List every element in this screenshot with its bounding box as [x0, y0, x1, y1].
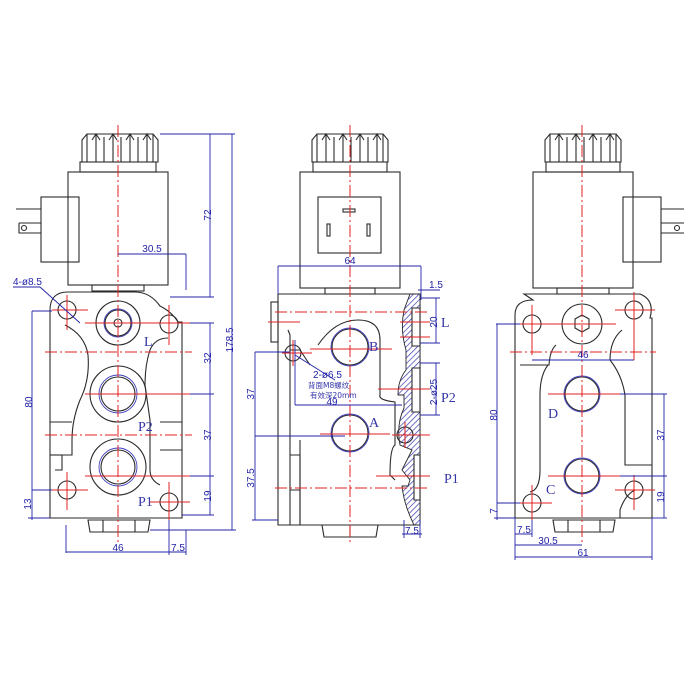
dim-37: 37	[656, 429, 667, 441]
port-label-L-front: L	[441, 316, 450, 331]
dim-30-5: 30.5	[142, 244, 162, 255]
port-label-L: L	[144, 335, 153, 350]
dim-7: 7	[489, 508, 500, 514]
left-side-view: 72 178.5 30.5 4-ø8.5 32 37 19 80 13 46 7…	[13, 125, 236, 555]
port-label-P2-front: P2	[441, 391, 456, 406]
dim-13: 13	[23, 498, 34, 510]
dim-port-L-size: 20	[429, 316, 440, 328]
dim-32: 32	[203, 352, 214, 364]
bottom-nut	[552, 519, 616, 533]
port-label-P1: P1	[138, 495, 153, 510]
dim-19: 19	[656, 491, 667, 503]
dim-port-P2-size: 2-ø25	[429, 379, 440, 406]
left-dimensions	[13, 133, 236, 555]
valve-body-right	[514, 293, 653, 519]
front-view: 64 1.5 20 2-ø25 49 37 37.5 7.5 2-ø6.5 背面…	[246, 125, 459, 545]
dim-61: 61	[577, 548, 589, 559]
dim-64: 64	[344, 256, 356, 267]
port-label-C: C	[546, 483, 555, 498]
dim-72: 72	[203, 209, 214, 221]
dim-30-5: 30.5	[538, 536, 558, 547]
note-depth: 有效深20mm	[310, 390, 357, 400]
dim-37: 37	[246, 388, 257, 400]
connector	[622, 196, 662, 263]
dim-4-holes: 4-ø8.5	[13, 277, 42, 288]
connector	[40, 196, 80, 263]
port-label-B: B	[369, 340, 378, 355]
right-dimensions	[494, 323, 667, 560]
dim-178-5: 178.5	[225, 327, 236, 352]
coil-body	[532, 171, 634, 289]
dim-46: 46	[112, 543, 124, 554]
port-label-D: D	[548, 407, 558, 422]
front-dimensions	[252, 265, 440, 538]
port-label-P2: P2	[138, 420, 153, 435]
dim-49: 49	[326, 397, 338, 408]
dim-7-5: 7.5	[517, 525, 531, 536]
right-side-view: 46 80 37 19 7 7.5 30.5 61 D C	[489, 125, 684, 560]
dim-46: 46	[577, 350, 589, 361]
port-label-P1-front: P1	[444, 472, 459, 487]
port-label-A: A	[369, 416, 380, 431]
note-thread: 背面M8螺纹	[308, 380, 350, 390]
dim-37-5: 37.5	[246, 468, 257, 488]
coil-cap	[544, 133, 622, 173]
dim-37: 37	[203, 429, 214, 441]
dim-7-5: 7.5	[405, 526, 419, 537]
dim-80: 80	[24, 396, 35, 408]
dim-1-5: 1.5	[429, 280, 443, 291]
bottom-nut	[87, 519, 151, 533]
dim-19: 19	[203, 490, 214, 502]
note-holes: 2-ø6.5	[313, 370, 342, 381]
dim-7-5: 7.5	[171, 543, 185, 554]
coil-cap	[79, 133, 159, 173]
dim-80: 80	[489, 409, 500, 421]
